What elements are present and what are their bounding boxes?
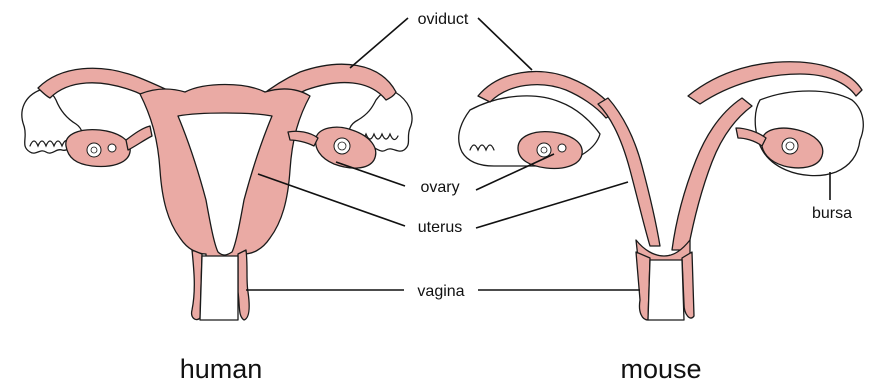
human-left-follicle-small [108, 144, 116, 152]
human-vagina-right-wall [238, 250, 249, 320]
uterus-leader-mouse [476, 182, 628, 228]
human-reproductive-tract [22, 64, 412, 320]
mouse-left-uterine-horn [598, 98, 660, 246]
oviduct-leader-human [350, 18, 408, 68]
label-bursa: bursa [812, 205, 852, 222]
label-oviduct: oviduct [418, 11, 469, 28]
oviduct-leader-mouse [478, 18, 532, 70]
human-right-follicle [334, 138, 350, 154]
mouse-left-follicle [537, 143, 551, 157]
mouse-reproductive-tract [459, 62, 864, 320]
human-left-follicle [87, 143, 101, 157]
caption-mouse: mouse [620, 354, 701, 384]
mouse-right-uterine-horn [672, 98, 752, 250]
mouse-vaginal-canal [648, 260, 684, 320]
ovary-leader-human [336, 162, 405, 186]
label-vagina: vagina [417, 283, 464, 300]
label-uterus: uterus [418, 219, 462, 236]
caption-human: human [180, 354, 263, 384]
human-vaginal-canal [200, 256, 238, 320]
human-left-ovarian-ligament [126, 126, 152, 150]
mouse-left-follicle-small [558, 144, 566, 152]
mouse-right-follicle [782, 138, 798, 154]
label-ovary: ovary [420, 179, 459, 196]
